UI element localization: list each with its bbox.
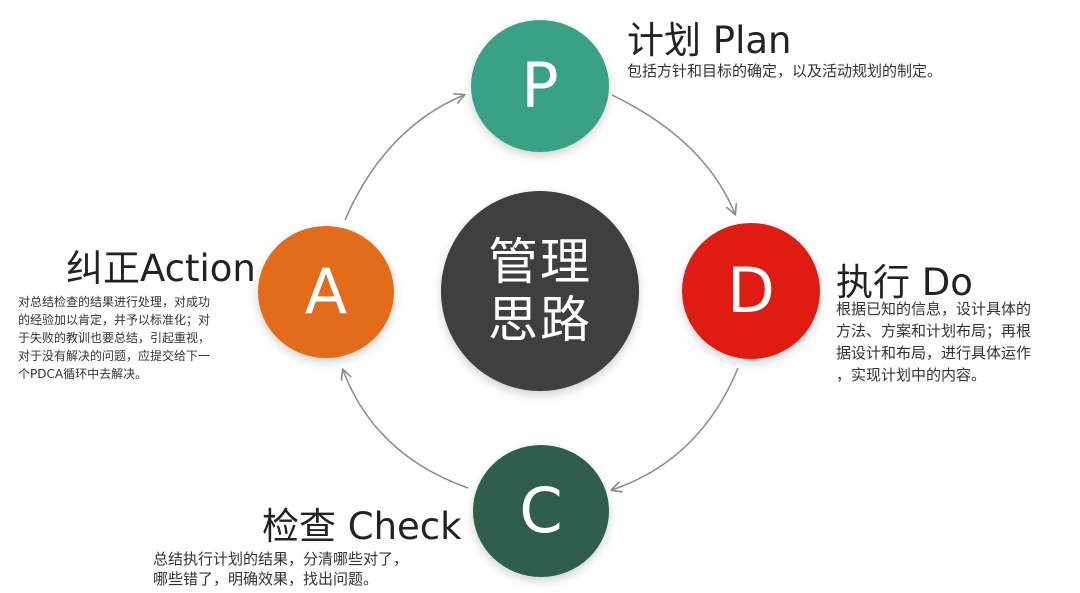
do-letter: D — [727, 254, 775, 327]
action-description-line: 个PDCA循环中去解决。 — [18, 367, 148, 381]
plan-description-line: 包括方针和目标的确定，以及活动规划的制定。 — [627, 62, 943, 80]
action-letter: A — [304, 255, 348, 328]
center-text-line-1: 管理 — [488, 233, 592, 291]
arrow-check-to-action — [340, 368, 469, 489]
action-description-line: 对总结检查的结果进行处理，对成功 — [18, 295, 211, 309]
action-description: 对总结检查的结果进行处理，对成功 的经验加以肯定，并予以标准化；对 于失败的教训… — [18, 293, 246, 383]
plan-circle: P — [471, 20, 609, 152]
do-description-line: ，实现计划中的内容。 — [836, 366, 987, 384]
do-description-line: 据设计和布局，进行具体运作 — [836, 344, 1032, 362]
plan-title: 计划 Plan — [627, 19, 792, 62]
plan-description: 包括方针和目标的确定，以及活动规划的制定。 — [627, 62, 1047, 81]
check-circle: C — [473, 445, 609, 577]
center-text-line-2: 思路 — [488, 291, 592, 349]
action-description-line: 对于没有解决的问题，应提交给下一 — [18, 349, 211, 363]
do-description-line: 方法、方案和计划布局；再根 — [836, 322, 1032, 340]
arrow-do-to-check — [610, 367, 739, 493]
check-letter: C — [519, 474, 563, 547]
do-description: 根据已知的信息，设计具体的 方法、方案和计划布局；再根 据设计和布局，进行具体运… — [836, 298, 1066, 386]
check-description-line: 总结执行计划的结果，分清哪些对了， — [153, 550, 409, 568]
check-title: 检查 Check — [262, 505, 462, 548]
arrow-plan-to-do — [611, 94, 738, 216]
plan-letter: P — [521, 49, 559, 122]
do-description-line: 根据已知的信息，设计具体的 — [836, 300, 1032, 318]
action-description-line: 的经验加以肯定，并予以标准化；对 — [18, 313, 211, 327]
arrow-action-to-plan — [344, 93, 466, 221]
do-title: 执行 Do — [836, 261, 973, 304]
action-title: 纠正Action — [66, 247, 256, 290]
action-description-line: 于失败的教训也要总结，引起重视， — [18, 331, 211, 345]
action-circle: A — [258, 226, 394, 358]
check-description: 总结执行计划的结果，分清哪些对了， 哪些错了，明确效果，找出问题。 — [153, 549, 473, 589]
check-description-line: 哪些错了，明确效果，找出问题。 — [153, 570, 379, 588]
do-circle: D — [682, 223, 820, 359]
center-circle: 管理 思路 — [441, 191, 639, 391]
